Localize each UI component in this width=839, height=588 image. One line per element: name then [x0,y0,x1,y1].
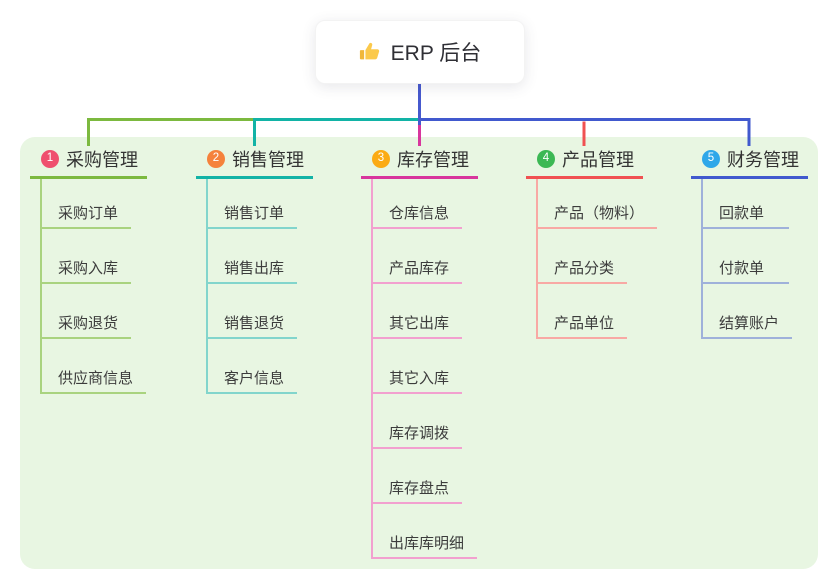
branch-number-badge: 5 [702,150,720,168]
leaf-node[interactable]: 产品单位 [536,284,628,339]
branch-children: 采购订单 采购入库 采购退货 供应商信息 [40,179,147,394]
branch-title: 销售管理 [232,150,304,170]
leaf-label: 产品单位 [554,315,615,332]
leaf-label: 采购退货 [58,315,119,332]
leaf-label: 其它入库 [389,370,450,387]
branch-sales: 2 销售管理 销售订单 销售出库 销售退货 客户信息 [196,148,313,394]
leaf-node[interactable]: 产品库存 [371,229,463,284]
leaf-label: 其它出库 [389,315,450,332]
leaf-node[interactable]: 产品分类 [536,229,628,284]
leaf-node[interactable]: 付款单 [701,229,789,284]
leaf-label: 产品库存 [389,260,450,277]
leaf-node[interactable]: 销售退货 [206,284,298,339]
branch-title: 采购管理 [66,150,138,170]
branch-purchase: 1 采购管理 采购订单 采购入库 采购退货 供应商信息 [30,148,147,394]
leaf-label: 销售出库 [224,260,285,277]
leaf-node[interactable]: 其它入库 [371,339,463,394]
branch-node-purchase[interactable]: 1 采购管理 [30,148,147,179]
leaf-node[interactable]: 客户信息 [206,339,298,394]
branch-finance: 5 财务管理 回款单 付款单 结算账户 [691,148,808,339]
branch-title: 库存管理 [397,150,469,170]
branch-node-product[interactable]: 4 产品管理 [526,148,643,179]
branch-title: 产品管理 [562,150,634,170]
branch-node-sales[interactable]: 2 销售管理 [196,148,313,179]
leaf-label: 产品分类 [554,260,615,277]
leaf-label: 采购入库 [58,260,119,277]
leaf-label: 采购订单 [58,205,119,222]
leaf-label: 客户信息 [224,370,285,387]
thumbs-up-icon [359,41,381,63]
branch-node-inventory[interactable]: 3 库存管理 [361,148,478,179]
leaf-node[interactable]: 采购退货 [40,284,132,339]
branch-number-badge: 3 [372,150,390,168]
branch-children: 产品（物料） 产品分类 产品单位 [536,179,658,339]
root-node[interactable]: ERP 后台 [315,20,525,84]
leaf-label: 库存调拨 [389,425,450,442]
leaf-node[interactable]: 库存盘点 [371,449,463,504]
mindmap-canvas-background [20,137,818,569]
leaf-label: 结算账户 [719,315,780,332]
leaf-label: 供应商信息 [58,370,134,387]
leaf-label: 付款单 [719,260,765,277]
leaf-node[interactable]: 产品（物料） [536,179,658,229]
branch-number-badge: 2 [207,150,225,168]
leaf-label: 出库库明细 [389,535,465,552]
leaf-label: 回款单 [719,205,765,222]
leaf-label: 产品（物料） [554,205,645,222]
leaf-node[interactable]: 供应商信息 [40,339,147,394]
leaf-node[interactable]: 采购订单 [40,179,132,229]
branch-number-badge: 4 [537,150,555,168]
leaf-label: 销售退货 [224,315,285,332]
leaf-node[interactable]: 销售订单 [206,179,298,229]
leaf-node[interactable]: 结算账户 [701,284,793,339]
branch-number-badge: 1 [41,150,59,168]
leaf-label: 库存盘点 [389,480,450,497]
leaf-label: 销售订单 [224,205,285,222]
leaf-node[interactable]: 其它出库 [371,284,463,339]
leaf-node[interactable]: 销售出库 [206,229,298,284]
leaf-node[interactable]: 库存调拨 [371,394,463,449]
branch-inventory: 3 库存管理 仓库信息 产品库存 其它出库 其它入库 库存调拨 库存盘点 出库库… [361,148,478,559]
branch-children: 仓库信息 产品库存 其它出库 其它入库 库存调拨 库存盘点 出库库明细 [371,179,478,559]
leaf-node[interactable]: 回款单 [701,179,789,229]
branch-children: 销售订单 销售出库 销售退货 客户信息 [206,179,313,394]
leaf-node[interactable]: 采购入库 [40,229,132,284]
root-node-label: ERP 后台 [390,42,482,65]
branch-product: 4 产品管理 产品（物料） 产品分类 产品单位 [526,148,658,339]
branch-node-finance[interactable]: 5 财务管理 [691,148,808,179]
branch-children: 回款单 付款单 结算账户 [701,179,808,339]
branch-title: 财务管理 [727,150,799,170]
leaf-node[interactable]: 仓库信息 [371,179,463,229]
leaf-node[interactable]: 出库库明细 [371,504,478,559]
leaf-label: 仓库信息 [389,205,450,222]
